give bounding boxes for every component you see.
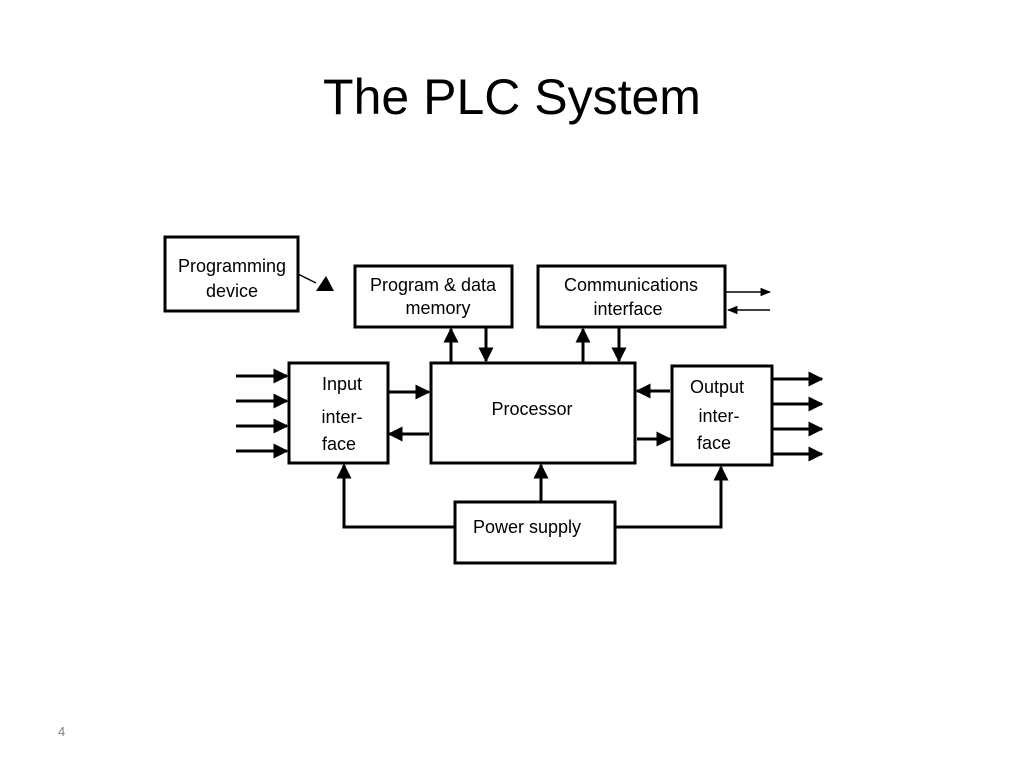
programming-device-label-2: device bbox=[206, 281, 258, 301]
output-interface-label-2: inter- bbox=[698, 406, 739, 426]
slide-number: 4 bbox=[58, 724, 66, 739]
memory-box: Program & data memory bbox=[353, 264, 514, 329]
input-processor-arrows bbox=[387, 384, 431, 442]
programming-link-arrowhead bbox=[316, 276, 334, 291]
power-supply-box: Power supply bbox=[453, 500, 617, 565]
power-to-input-arrow bbox=[336, 463, 455, 529]
memory-label-2: memory bbox=[405, 298, 470, 318]
input-interface-label-2: inter- bbox=[321, 407, 362, 427]
power-to-output-arrow bbox=[615, 465, 729, 529]
field-output-arrows bbox=[773, 371, 824, 462]
processor-memory-arrows bbox=[443, 327, 494, 363]
processor-box: Processor bbox=[429, 361, 637, 465]
field-input-arrows bbox=[236, 368, 289, 459]
output-interface-label-1: Output bbox=[690, 377, 744, 397]
processor-comms-arrows bbox=[575, 327, 627, 363]
communications-label-1: Communications bbox=[564, 275, 698, 295]
programming-device-label-1: Programming bbox=[178, 256, 286, 276]
processor-output-arrows bbox=[635, 383, 672, 447]
processor-label: Processor bbox=[491, 399, 572, 419]
power-distribution-lines bbox=[336, 463, 729, 529]
slide-title: The PLC System bbox=[323, 69, 701, 125]
input-interface-label-3: face bbox=[322, 434, 356, 454]
communications-interface-box: Communications interface bbox=[536, 264, 727, 329]
power-supply-label: Power supply bbox=[473, 517, 581, 537]
output-interface-box: Output inter- face bbox=[670, 364, 774, 467]
programming-device-box: Programming device bbox=[163, 235, 300, 313]
input-interface-box: Input inter- face bbox=[287, 361, 390, 465]
communications-label-2: interface bbox=[593, 299, 662, 319]
memory-label-1: Program & data bbox=[370, 275, 497, 295]
input-interface-label-1: Input bbox=[322, 374, 362, 394]
programming-link-line bbox=[297, 273, 317, 284]
output-interface-label-3: face bbox=[697, 433, 731, 453]
